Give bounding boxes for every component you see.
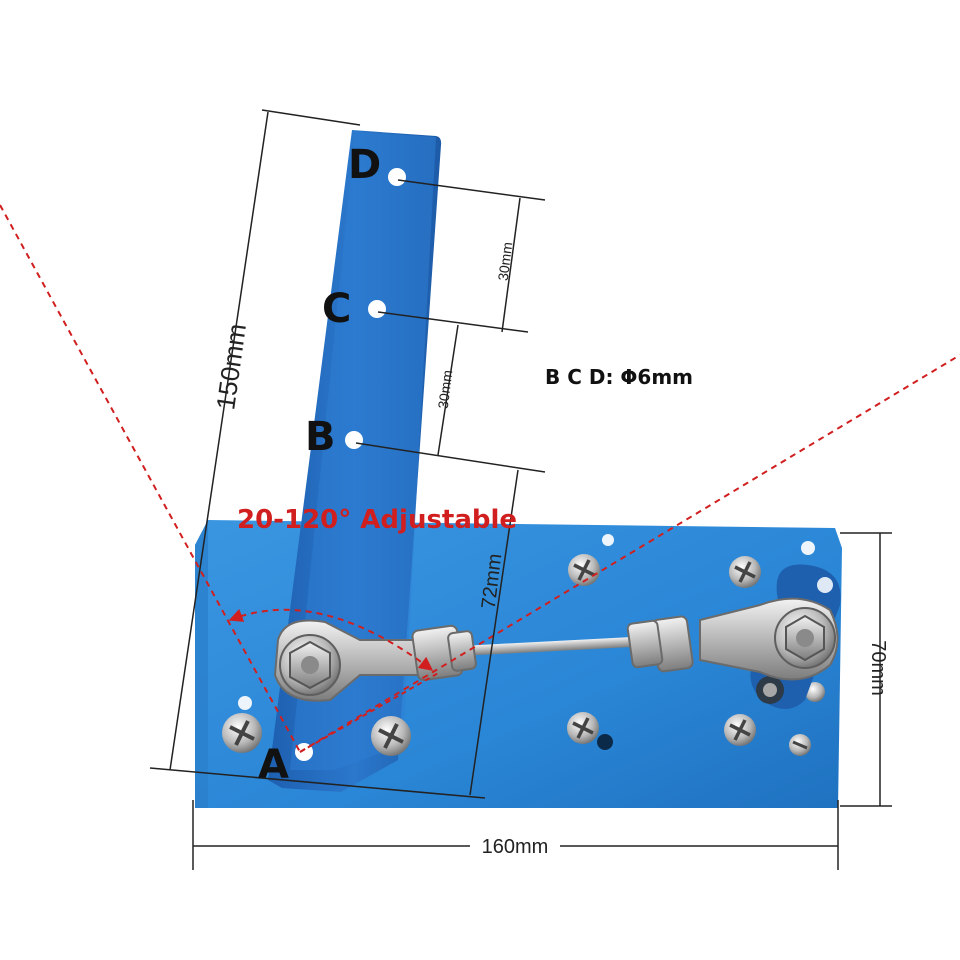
screw-icon [567, 712, 599, 744]
angle-line-right [299, 354, 960, 753]
dim-line-30-upper [501, 197, 521, 333]
dim-label-70mm: 70mm [867, 640, 889, 696]
screw-icon [371, 716, 411, 756]
hole-diameter-note: B C D: Φ6mm [545, 365, 693, 389]
angle-line-left [0, 204, 301, 753]
screw-icon [805, 682, 825, 702]
dim-label-160mm: 160mm [482, 836, 549, 858]
dim-label-30mm-lower: 30mm [435, 369, 456, 410]
dim-ext [355, 442, 546, 473]
angle-arc [228, 608, 434, 671]
hole-label-d: D [348, 142, 381, 188]
dim-ext [261, 109, 361, 126]
horn-hole [817, 577, 833, 593]
horn-pivot [763, 683, 777, 697]
screw-icon [789, 734, 811, 756]
base-plate-edge [195, 520, 208, 808]
plate-hole [801, 541, 815, 555]
plate-hole [602, 534, 614, 546]
hole-d [388, 168, 406, 186]
hole-c [368, 300, 386, 318]
dim-line-30-lower [437, 324, 459, 456]
plate-hole [597, 734, 613, 750]
rod-end-right [626, 597, 839, 681]
screw-icon [222, 713, 262, 753]
screw-icon [568, 554, 600, 586]
hole-label-c: C [322, 286, 351, 332]
dim-line-150 [169, 111, 269, 771]
hole-label-a: A [258, 742, 289, 788]
hole-b [345, 431, 363, 449]
dim-line-72 [469, 469, 519, 796]
angle-range-note: 20-120° Adjustable [237, 505, 517, 535]
screw-icon [729, 556, 761, 588]
dim-ext [149, 767, 486, 799]
hole-label-b: B [305, 414, 336, 460]
plate-hole [238, 696, 252, 710]
linkage-rod [470, 636, 640, 656]
screw-icon [724, 714, 756, 746]
dim-ext [397, 179, 546, 201]
dim-label-150mm: 150mm [210, 322, 252, 412]
dim-label-30mm-upper: 30mm [495, 241, 516, 282]
